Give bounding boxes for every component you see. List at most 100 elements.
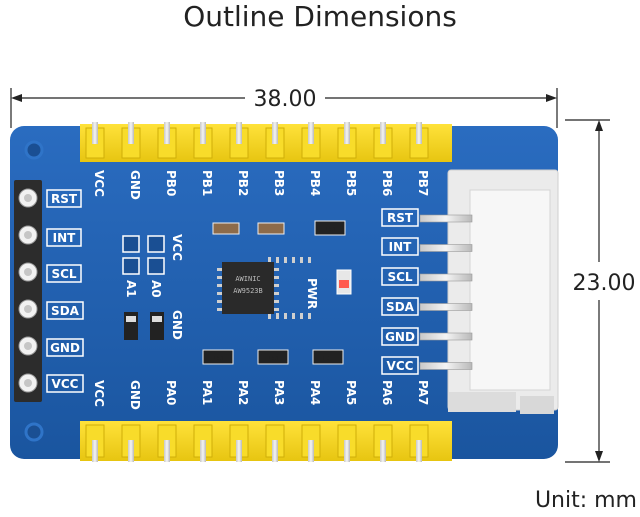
left-header-labels: RST INT SCL SDA GND VCC xyxy=(46,189,84,393)
chip-label-top: 103 xyxy=(325,226,336,233)
top-silk-labels: VCC GND PB0 PB1 PB2 PB3 PB4 PB5 PB6 PB7 xyxy=(92,170,430,200)
silk-bottom-5: PA3 xyxy=(272,380,286,405)
top-pin-metal-3 xyxy=(200,122,206,144)
height-dimension: 23.00 xyxy=(565,119,636,463)
ic-lead-right-3 xyxy=(273,292,279,295)
top-pin-metal-1 xyxy=(128,122,134,144)
right-connector-labels: RST INT SCL SDA GND VCC xyxy=(381,208,419,375)
ic-model: AW9523B xyxy=(233,287,263,295)
silk-bottom-7: PA5 xyxy=(344,380,358,405)
passive-components: 103 103 103 EO1 xyxy=(202,220,346,365)
silk-bottom-9: PA7 xyxy=(416,380,430,405)
ic-lead-left-5 xyxy=(217,308,223,311)
silk-top-2: PB0 xyxy=(164,170,178,196)
left-pin-hole-5 xyxy=(24,379,32,387)
silk-bottom-4: PA2 xyxy=(236,380,250,405)
ic-lead-right-4 xyxy=(273,300,279,303)
left-pin-hole-4 xyxy=(24,342,32,350)
address-jumpers: A1 A0 VCC GND xyxy=(122,234,184,340)
height-value: 23.00 xyxy=(573,271,636,296)
left-label-scl: SCL xyxy=(51,267,76,281)
bottom-pin-metal-8 xyxy=(380,440,386,462)
ic-lead-bottom-3 xyxy=(292,313,295,319)
silk-top-0: VCC xyxy=(92,170,106,197)
left-label-rst: RST xyxy=(51,192,78,206)
silk-bottom-1: GND xyxy=(128,380,142,410)
left-pin-hole-1 xyxy=(24,231,32,239)
width-value: 38.00 xyxy=(254,87,317,112)
ic-lead-bottom-4 xyxy=(300,313,303,319)
address-label-vcc: VCC xyxy=(170,234,184,261)
right-label-vcc: VCC xyxy=(387,359,414,373)
top-pin-metal-4 xyxy=(236,122,242,144)
silk-top-8: PB6 xyxy=(380,170,394,196)
silk-top-1: GND xyxy=(128,170,142,200)
address-label-a0: A0 xyxy=(149,280,163,298)
right-pin-0 xyxy=(419,214,473,223)
address-label-gnd: GND xyxy=(170,310,184,340)
bottom-pin-metal-6 xyxy=(308,440,314,462)
bottom-silk-labels: VCC GND PA0 PA1 PA2 PA3 PA4 PA5 PA6 PA7 xyxy=(92,380,430,410)
ic-lead-left-4 xyxy=(217,300,223,303)
left-pin-hole-0 xyxy=(24,194,32,202)
left-label-vcc: VCC xyxy=(52,377,79,391)
bottom-pin-metal-1 xyxy=(128,440,134,462)
right-label-rst: RST xyxy=(387,211,414,225)
chip-label-bottom-1: 103 xyxy=(213,355,224,362)
ic-lead-bottom-0 xyxy=(268,313,271,319)
ic-lead-left-1 xyxy=(217,276,223,279)
top-pin-metal-2 xyxy=(164,122,170,144)
left-label-gnd: GND xyxy=(50,341,80,355)
right-label-int: INT xyxy=(389,240,413,254)
bottom-pin-metal-9 xyxy=(416,440,422,462)
address-label-a1: A1 xyxy=(124,280,138,298)
silk-top-4: PB2 xyxy=(236,170,250,196)
unit-label: Unit: mm xyxy=(535,488,637,513)
bottom-pin-metal-7 xyxy=(344,440,350,462)
ic-lead-left-0 xyxy=(217,268,223,271)
top-pin-metal-6 xyxy=(308,122,314,144)
left-label-int: INT xyxy=(53,231,77,245)
silk-bottom-6: PA4 xyxy=(308,380,322,405)
right-label-sda: SDA xyxy=(386,300,415,314)
top-pin-header xyxy=(80,122,452,162)
pcb-board xyxy=(10,126,558,459)
ic-lead-top-0 xyxy=(268,257,271,263)
ic-lead-bottom-2 xyxy=(284,313,287,319)
right-pin-4 xyxy=(419,332,473,341)
left-pin-hole-2 xyxy=(24,268,32,276)
right-label-scl: SCL xyxy=(387,270,412,284)
top-pin-metal-8 xyxy=(380,122,386,144)
ic-brand: AWINIC xyxy=(235,275,260,283)
ic-lead-left-3 xyxy=(217,292,223,295)
ic-lead-top-2 xyxy=(284,257,287,263)
right-connector xyxy=(419,169,559,414)
right-label-gnd: GND xyxy=(385,330,415,344)
chip-label-bottom-3: EO1 xyxy=(323,355,334,362)
left-pin-header xyxy=(14,180,42,402)
ic-lead-top-4 xyxy=(300,257,303,263)
ic-lead-bottom-1 xyxy=(276,313,279,319)
silk-bottom-3: PA1 xyxy=(200,380,214,405)
right-pin-2 xyxy=(419,273,473,282)
silk-bottom-8: PA6 xyxy=(380,380,394,405)
silk-top-7: PB5 xyxy=(344,170,358,196)
top-pin-metal-9 xyxy=(416,122,422,144)
bottom-pin-metal-3 xyxy=(200,440,206,462)
power-led-label: PWR xyxy=(305,278,319,309)
silk-top-9: PB7 xyxy=(416,170,430,196)
right-pin-3 xyxy=(419,303,473,311)
bottom-pin-metal-4 xyxy=(236,440,242,462)
silk-top-5: PB3 xyxy=(272,170,286,196)
top-pin-metal-0 xyxy=(92,122,98,144)
ic-lead-top-1 xyxy=(276,257,279,263)
ic-lead-right-1 xyxy=(273,276,279,279)
bottom-pin-header xyxy=(80,421,452,462)
right-pin-5 xyxy=(419,362,473,370)
bottom-pin-metal-2 xyxy=(164,440,170,462)
silk-top-6: PB4 xyxy=(308,170,322,196)
ic-lead-bottom-5 xyxy=(308,313,311,319)
ic-lead-top-5 xyxy=(308,257,311,263)
